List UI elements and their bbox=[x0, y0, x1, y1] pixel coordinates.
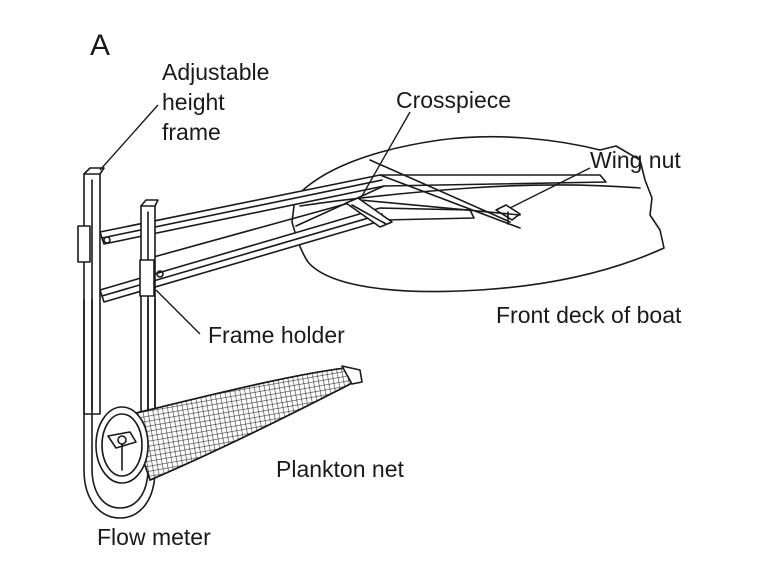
label-adjustable-height-frame: Adjustable height frame bbox=[162, 59, 276, 145]
panel-letter: A bbox=[90, 29, 110, 62]
label-flow-meter: Flow meter bbox=[97, 524, 211, 550]
leader-wing-nut bbox=[509, 167, 591, 209]
leader-adjustable-frame bbox=[99, 104, 159, 171]
flow-meter bbox=[95, 406, 149, 484]
label-frame-holder: Frame holder bbox=[208, 322, 345, 348]
label-crosspiece: Crosspiece bbox=[396, 87, 511, 113]
label-front-deck: Front deck of boat bbox=[496, 302, 682, 328]
leader-frame-holder bbox=[155, 289, 201, 335]
crosspiece bbox=[345, 197, 393, 228]
u-frame bbox=[83, 299, 156, 519]
label-wing-nut: Wing nut bbox=[590, 147, 681, 173]
label-plankton-net: Plankton net bbox=[276, 456, 404, 482]
leader-crosspiece bbox=[361, 111, 411, 197]
wing-nut bbox=[495, 204, 521, 225]
